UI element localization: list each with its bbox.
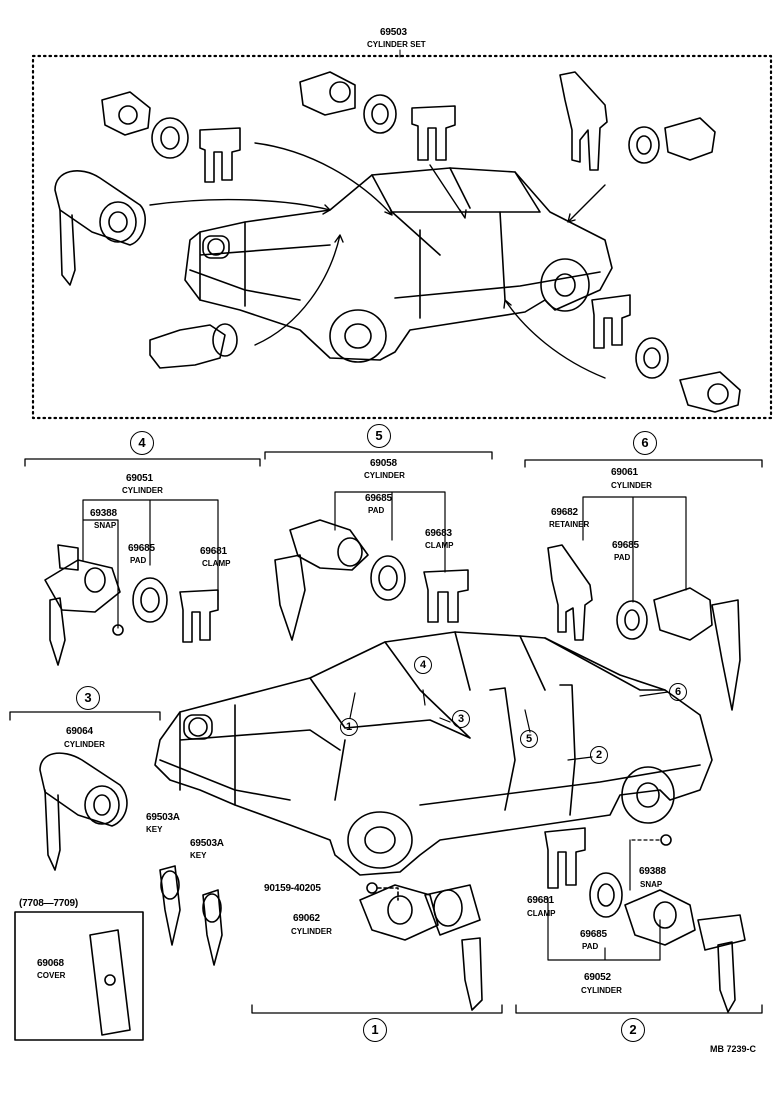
- part-69058-number: 69058: [370, 458, 397, 469]
- group2-leaders: [547, 839, 661, 961]
- bottom-car-leaders: [349, 689, 669, 761]
- car-callout-2: 2: [590, 746, 608, 764]
- group1-parts: [359, 882, 483, 1011]
- part-69685c-number: 69685: [612, 540, 639, 551]
- part-69685b-name: PAD: [368, 506, 385, 515]
- car-callout-6: 6: [669, 683, 687, 701]
- top-door-cylinder: [299, 71, 456, 161]
- cylinder-set-part-number: 69503: [380, 27, 407, 38]
- reference-code: MB 7239-C: [710, 1044, 757, 1054]
- part-69064-name: CYLINDER: [64, 740, 105, 749]
- part-69061-name: CYLINDER: [611, 481, 652, 490]
- cylinder-set-frame: [31, 54, 773, 420]
- part-69058-name: CYLINDER: [364, 471, 405, 480]
- part-69685a-name: PAD: [130, 556, 147, 565]
- car-callout-4: 4: [414, 656, 432, 674]
- part-69503a-2-number: 69503A: [190, 838, 224, 849]
- part-69681b-number: 69681: [527, 895, 554, 906]
- group6-parts: [547, 544, 741, 711]
- top-ignition-cylinder: [54, 170, 146, 286]
- top-hatch-cylinder: [559, 71, 716, 171]
- car-callout-3: 3: [452, 710, 470, 728]
- part-69683-name: CLAMP: [425, 541, 454, 550]
- part-69685c-name: PAD: [614, 553, 631, 562]
- cover-part: [89, 929, 131, 1036]
- top-assembly-arrows: [149, 142, 606, 379]
- group-badge-6: 6: [633, 431, 657, 455]
- cover-inset-box: [14, 911, 144, 1041]
- top-trunk-cylinder: [101, 91, 241, 183]
- top-rear-door-cylinder: [591, 294, 741, 413]
- group-badge-1: 1: [363, 1018, 387, 1042]
- group-badge-3: 3: [76, 686, 100, 710]
- group-badge-5: 5: [367, 424, 391, 448]
- part-69685d-name: PAD: [582, 942, 599, 951]
- cylinder-set-name: CYLINDER SET: [367, 40, 426, 49]
- group4-parts: [44, 544, 219, 666]
- group3-parts: [39, 752, 223, 966]
- part-69068-number: 69068: [37, 958, 64, 969]
- group-badge-2: 2: [621, 1018, 645, 1042]
- part-69064-number: 69064: [66, 726, 93, 737]
- group5-leaders: [334, 491, 446, 573]
- part-69681a-name: CLAMP: [202, 559, 231, 568]
- part-69685a-number: 69685: [128, 543, 155, 554]
- group2-parts: [544, 827, 746, 1013]
- part-69051-name: CYLINDER: [122, 486, 163, 495]
- part-69682-number: 69682: [551, 507, 578, 518]
- part-69503a-1-number: 69503A: [146, 812, 180, 823]
- group5-parts: [274, 519, 469, 641]
- bottom-car-illustration: [154, 631, 713, 876]
- group6-leaders: [582, 496, 687, 603]
- part-90159-40205-number: 90159-40205: [264, 883, 321, 894]
- part-69388a-number: 69388: [90, 508, 117, 519]
- part-69068-name: COVER: [37, 971, 66, 980]
- top-fuel-cylinder: [149, 323, 238, 369]
- part-69682-name: RETAINER: [549, 520, 590, 529]
- top-car-illustration: [184, 167, 613, 363]
- part-69061-number: 69061: [611, 467, 638, 478]
- part-69388b-number: 69388: [639, 866, 666, 877]
- part-69503a-2-name: KEY: [190, 851, 207, 860]
- part-69503a-1-name: KEY: [146, 825, 163, 834]
- part-69681a-number: 69681: [200, 546, 227, 557]
- inset-range-label: (7708—7709): [19, 898, 78, 909]
- part-69685b-number: 69685: [365, 493, 392, 504]
- part-69681b-name: CLAMP: [527, 909, 556, 918]
- car-callout-5: 5: [520, 730, 538, 748]
- part-69062-number: 69062: [293, 913, 320, 924]
- part-69683-number: 69683: [425, 528, 452, 539]
- part-69052-number: 69052: [584, 972, 611, 983]
- part-69051-number: 69051: [126, 473, 153, 484]
- group4-leaders: [82, 499, 219, 629]
- part-69062-name: CYLINDER: [291, 927, 332, 936]
- group-badge-4: 4: [130, 431, 154, 455]
- part-69685d-number: 69685: [580, 929, 607, 940]
- car-callout-1: 1: [340, 718, 358, 736]
- group-brackets: [9, 451, 763, 1014]
- part-69052-name: CYLINDER: [581, 986, 622, 995]
- part-69388a-name: SNAP: [94, 521, 117, 530]
- part-69388b-name: SNAP: [640, 880, 663, 889]
